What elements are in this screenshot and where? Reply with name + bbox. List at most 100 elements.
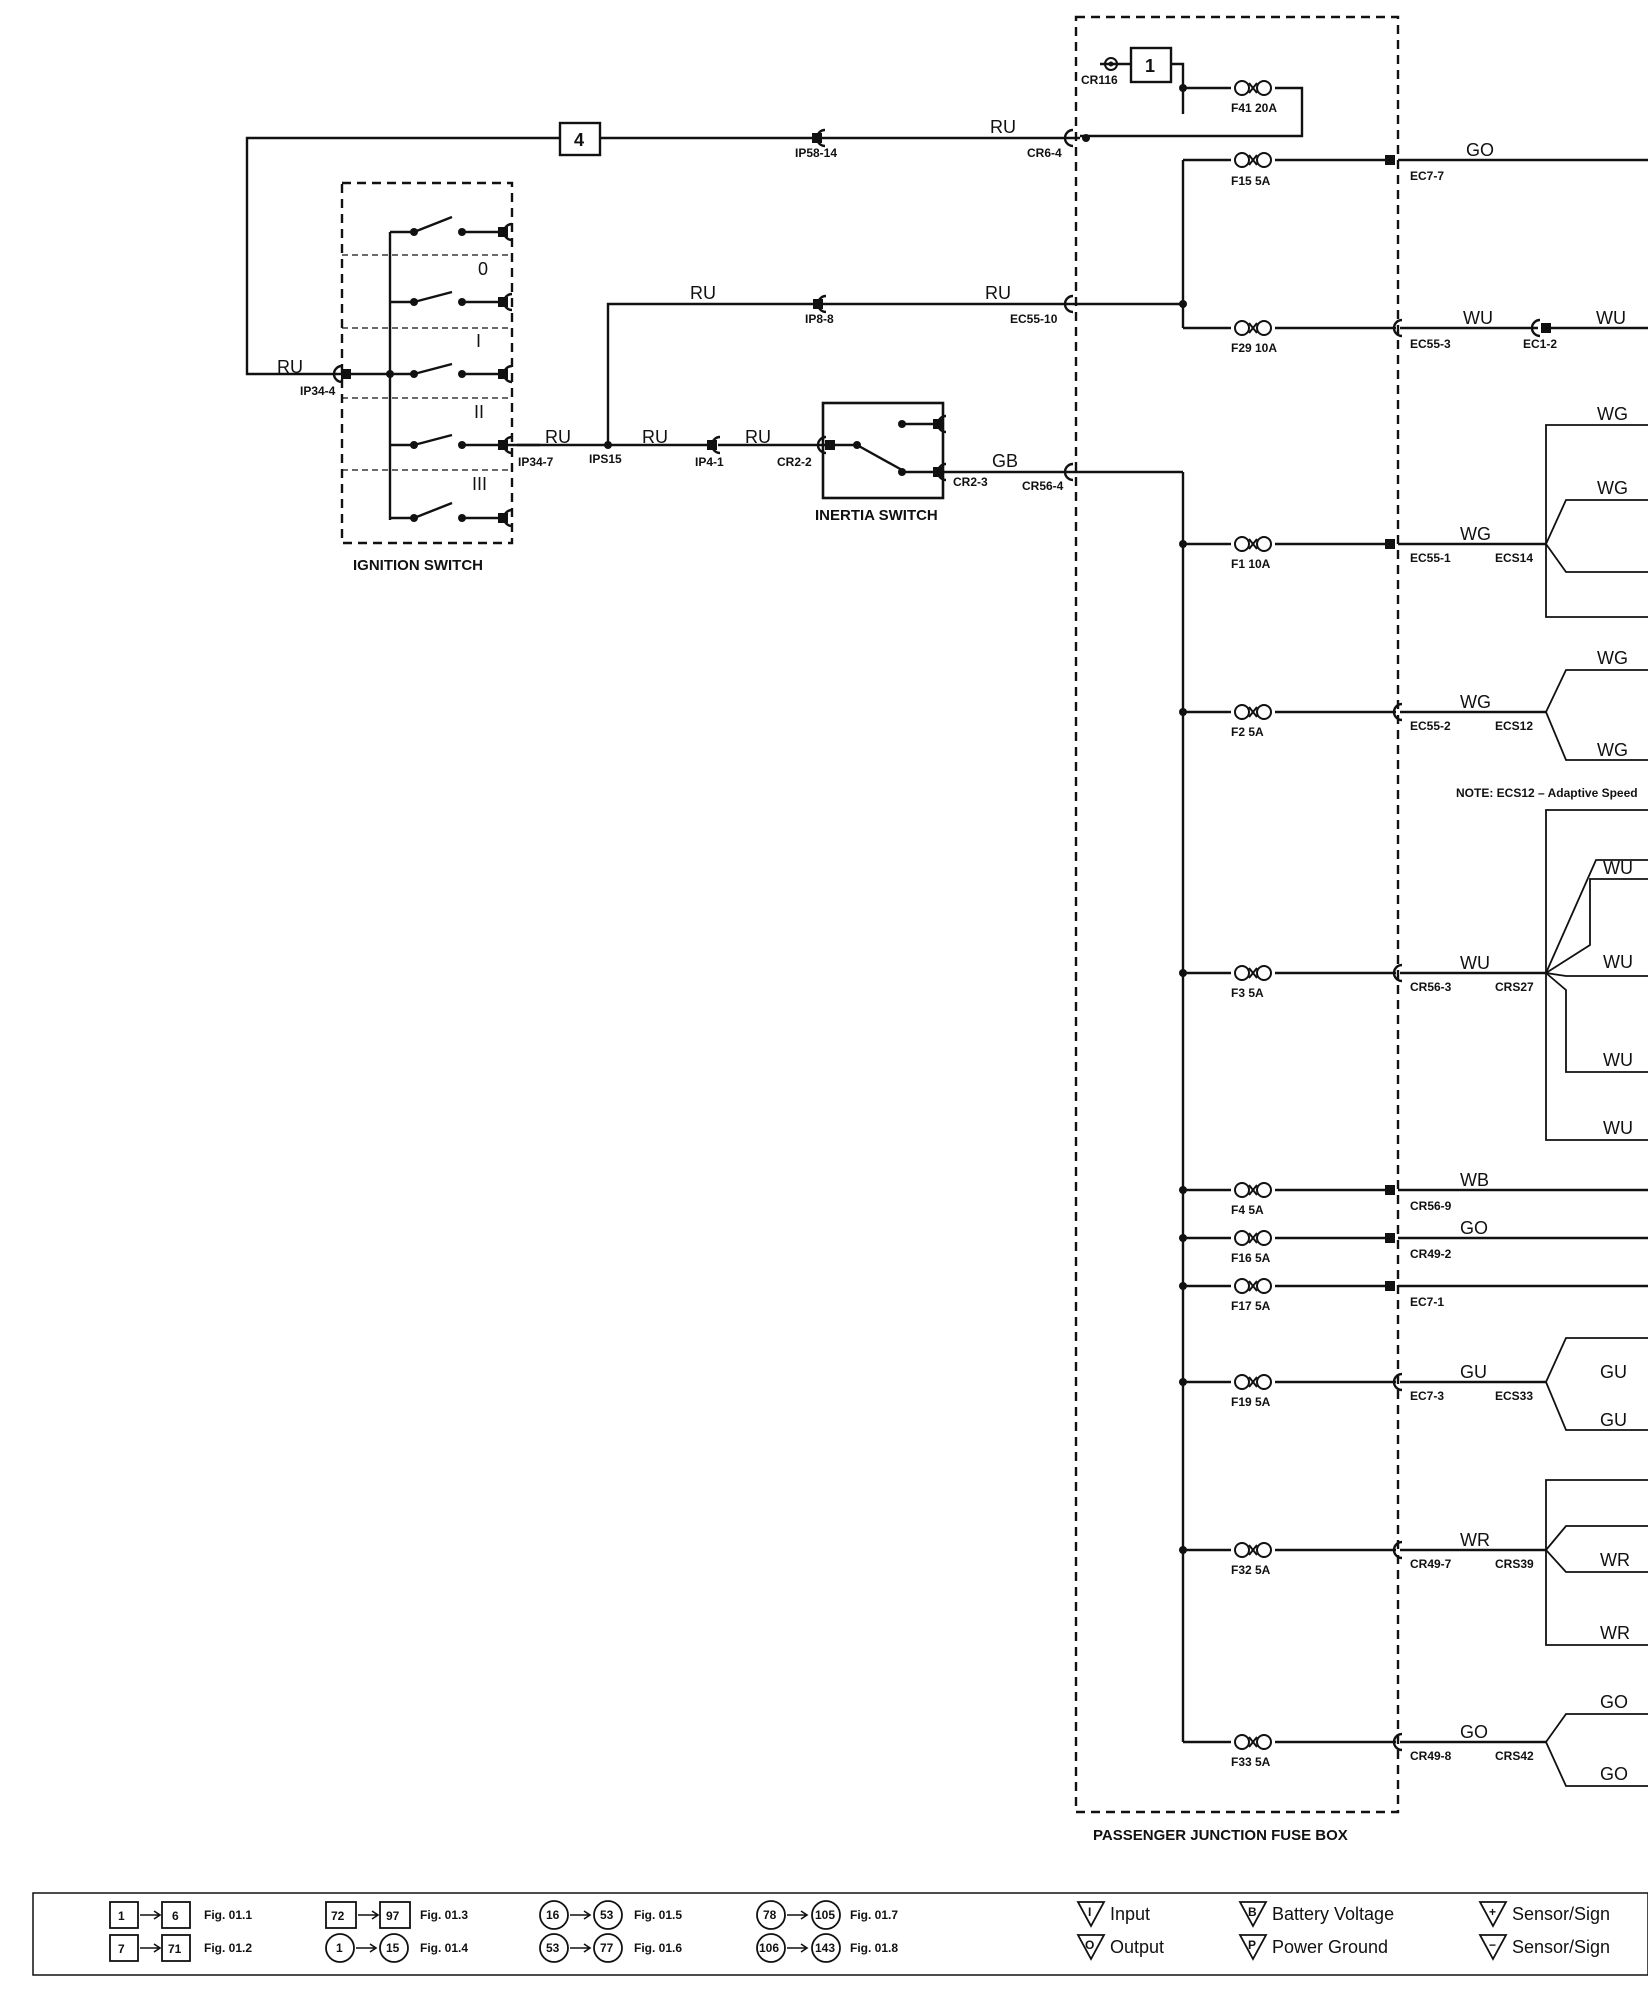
conn-ec55-3: EC55-3 bbox=[1410, 337, 1451, 351]
leg-r6-to: 77 bbox=[600, 1941, 614, 1955]
fuse-f29: F29 10A bbox=[1231, 341, 1277, 355]
svg-text:I: I bbox=[1088, 1905, 1091, 1919]
wire-wu-4: WU bbox=[1603, 858, 1633, 878]
wire-wg-1: WG bbox=[1460, 524, 1491, 544]
leg-r7-to: 105 bbox=[815, 1908, 835, 1922]
conn-ec7-1: EC7-1 bbox=[1410, 1295, 1444, 1309]
leg-r2-from: 7 bbox=[118, 1942, 125, 1956]
conn-cr56-4: CR56-4 bbox=[1022, 479, 1064, 493]
conn-cr49-8: CR49-8 bbox=[1410, 1749, 1452, 1763]
wire-ru-label-6: RU bbox=[642, 427, 668, 447]
wire-wu-2: WU bbox=[1596, 308, 1626, 328]
wire-go-5: GO bbox=[1600, 1764, 1628, 1784]
inertia-switch-title: INERTIA SWITCH bbox=[815, 507, 938, 524]
leg-r3-from: 72 bbox=[331, 1909, 345, 1923]
svg-text:B: B bbox=[1248, 1905, 1257, 1919]
conn-ip34-7: IP34-7 bbox=[518, 455, 554, 469]
wire-go-4: GO bbox=[1600, 1692, 1628, 1712]
sensor-signal-minus-icon: − bbox=[1478, 1934, 1508, 1961]
legend-power-ground: Power Ground bbox=[1272, 1937, 1388, 1957]
sensor-signal-plus-icon: + bbox=[1478, 1901, 1508, 1928]
wire-wu-3: WU bbox=[1460, 953, 1490, 973]
wire-wg-5: WG bbox=[1597, 648, 1628, 668]
splice-crs42: CRS42 bbox=[1495, 1749, 1534, 1763]
conn-cr56-3: CR56-3 bbox=[1410, 980, 1452, 994]
wire-wu-5: WU bbox=[1603, 952, 1633, 972]
leg-r1-fig: Fig. 01.1 bbox=[204, 1908, 252, 1922]
wire-wr-1: WR bbox=[1460, 1530, 1490, 1550]
fuse-box: PASSENGER JUNCTION FUSE BOX CR116 1 F41 … bbox=[1074, 15, 1404, 1844]
fuse-box-title: PASSENGER JUNCTION FUSE BOX bbox=[1093, 1827, 1348, 1844]
leg-r4-to: 15 bbox=[386, 1941, 400, 1955]
conn-ip8-8: IP8-8 bbox=[805, 312, 834, 326]
wire-ru-label-7: RU bbox=[745, 427, 771, 447]
conn-ip4-1: IP4-1 bbox=[695, 455, 724, 469]
wire-wr-3: WR bbox=[1600, 1623, 1630, 1643]
conn-ip58-14: IP58-14 bbox=[795, 146, 837, 160]
svg-text:+: + bbox=[1489, 1905, 1496, 1919]
wire-ru-label-5: RU bbox=[545, 427, 571, 447]
ign-pos-iii: III bbox=[472, 474, 487, 494]
conn-cr2-2: CR2-2 bbox=[777, 455, 812, 469]
wire-wb: WB bbox=[1460, 1170, 1489, 1190]
wire-wu-6: WU bbox=[1603, 1050, 1633, 1070]
ecs12-note: NOTE: ECS12 – Adaptive Speed bbox=[1456, 786, 1638, 800]
conn-ec7-3: EC7-3 bbox=[1410, 1389, 1444, 1403]
battery-voltage-icon: B bbox=[1238, 1901, 1268, 1928]
wire-wg-2: WG bbox=[1597, 404, 1628, 424]
wire-ru-top: 4 IP58-14 RU RU CR6-4 bbox=[245, 117, 1080, 377]
ignition-switch: 0 I II III IGNITION SWITCH IP34-4 IP34-7 bbox=[300, 181, 554, 574]
conn-ips15: IPS15 bbox=[589, 452, 622, 466]
leg-r8-from: 106 bbox=[759, 1941, 779, 1955]
wire-wu-7: WU bbox=[1603, 1118, 1633, 1138]
box-4: 4 bbox=[574, 130, 584, 150]
legend: 1 6 Fig. 01.1 7 71 Fig. 01.2 72 97 Fig. … bbox=[32, 1892, 1648, 1976]
leg-r3-to: 97 bbox=[386, 1909, 400, 1923]
wire-gb-label: GB bbox=[992, 451, 1018, 471]
leg-r5-to: 53 bbox=[600, 1908, 614, 1922]
fuse-f41: F41 20A bbox=[1231, 101, 1277, 115]
lower-fuses: F1 10A F2 5A F3 5A F4 5A F16 5A F17 5A F… bbox=[1179, 536, 1404, 1769]
conn-ec1-2: EC1-2 bbox=[1523, 337, 1557, 351]
leg-r1-to: 6 bbox=[172, 1909, 179, 1923]
wire-ru-label-1: RU bbox=[990, 117, 1016, 137]
ignition-switch-title: IGNITION SWITCH bbox=[353, 557, 483, 574]
fuse-f2: F2 5A bbox=[1231, 725, 1264, 739]
splice-crs27: CRS27 bbox=[1495, 980, 1534, 994]
ign-pos-0: 0 bbox=[478, 259, 488, 279]
input-symbol-icon: I bbox=[1076, 1901, 1106, 1928]
conn-ip34-4: IP34-4 bbox=[300, 384, 336, 398]
fuse-f16: F16 5A bbox=[1231, 1251, 1271, 1265]
output-symbol-icon: O bbox=[1076, 1934, 1106, 1961]
leg-r7-fig: Fig. 01.7 bbox=[850, 1908, 898, 1922]
splice-ecs14: ECS14 bbox=[1495, 551, 1533, 565]
leg-r3-fig: Fig. 01.3 bbox=[420, 1908, 468, 1922]
legend-output: Output bbox=[1110, 1937, 1164, 1957]
wire-wu-1: WU bbox=[1463, 308, 1493, 328]
box-1: 1 bbox=[1145, 56, 1155, 76]
fuse-f4: F4 5A bbox=[1231, 1203, 1264, 1217]
conn-cr116: CR116 bbox=[1081, 73, 1118, 87]
fuse-f3: F3 5A bbox=[1231, 986, 1264, 1000]
conn-cr49-7: CR49-7 bbox=[1410, 1557, 1452, 1571]
power-ground-icon: P bbox=[1238, 1934, 1268, 1961]
wire-go-3: GO bbox=[1460, 1722, 1488, 1742]
wire-ru-mid: IP8-8 RU RU EC55-10 IPS15 RU RU IP4-1 RU bbox=[517, 283, 1080, 469]
wire-go-2: GO bbox=[1460, 1218, 1488, 1238]
leg-r1-from: 1 bbox=[118, 1909, 125, 1923]
outputs: EC7-7 GO EC55-3 EC1-2 WU WU EC55-1 ECS14… bbox=[1398, 140, 1648, 1787]
fuse-f19: F19 5A bbox=[1231, 1395, 1271, 1409]
wire-ru-label-4: RU bbox=[985, 283, 1011, 303]
fuse-f32: F32 5A bbox=[1231, 1563, 1271, 1577]
wire-wr-2: WR bbox=[1600, 1550, 1630, 1570]
svg-text:P: P bbox=[1248, 1938, 1256, 1952]
inertia-switch: CR2-2 CR2-3 INERTIA SWITCH GB CR56-4 bbox=[777, 401, 1080, 524]
legend-input: Input bbox=[1110, 1904, 1150, 1924]
switch-contacts bbox=[332, 215, 540, 528]
conn-ec55-2: EC55-2 bbox=[1410, 719, 1451, 733]
leg-r5-from: 16 bbox=[546, 1908, 560, 1922]
leg-r8-fig: Fig. 01.8 bbox=[850, 1941, 898, 1955]
wire-go-1: GO bbox=[1466, 140, 1494, 160]
ign-pos-i: I bbox=[476, 331, 481, 351]
